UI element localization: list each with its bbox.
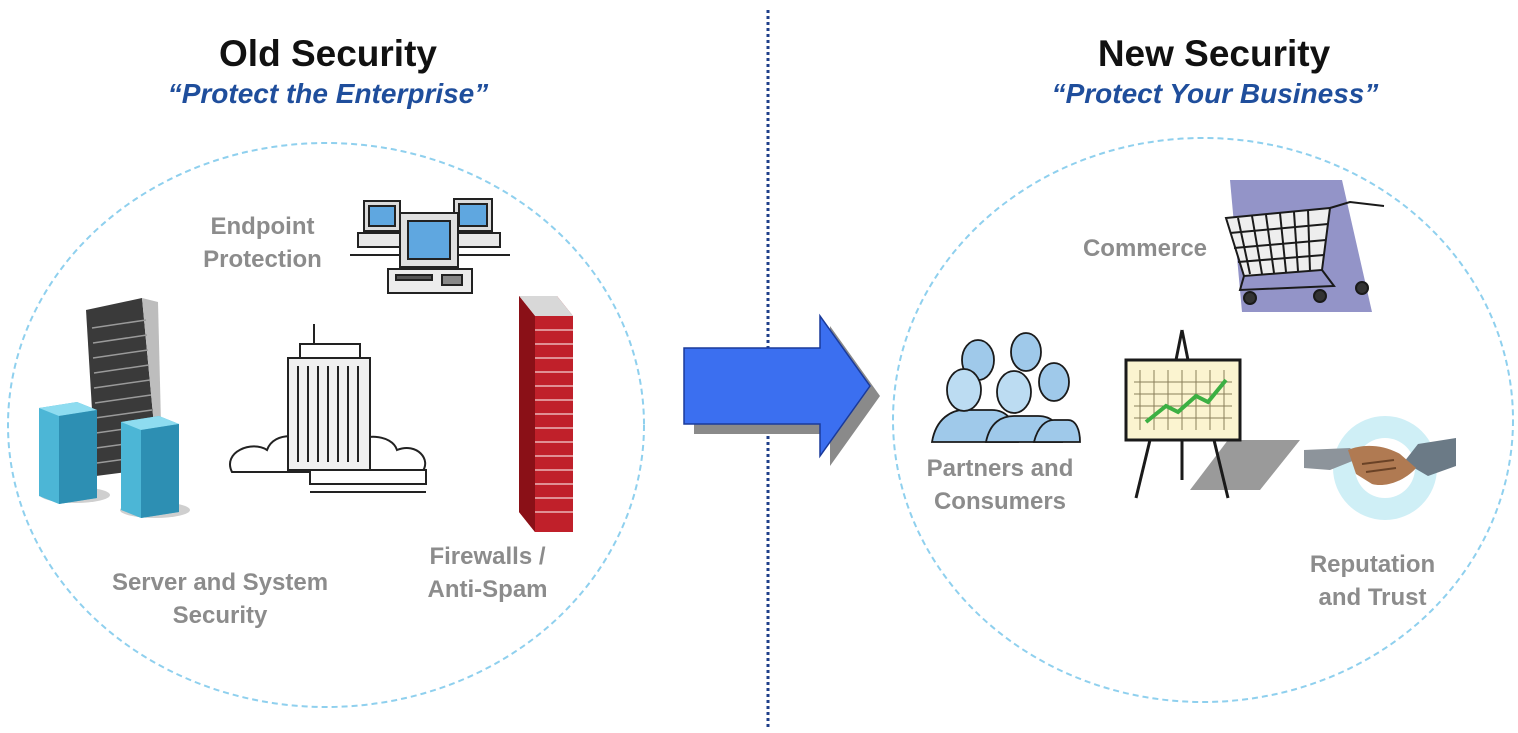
desktop-computers-icon — [350, 198, 510, 294]
firewall-brick-wall-icon — [519, 296, 573, 532]
new-security-subtitle: “Protect Your Business” — [1051, 78, 1379, 109]
commerce-label: Commerce — [1082, 235, 1208, 262]
new-security-title: New Security — [1097, 33, 1331, 74]
shopping-cart-icon — [1224, 180, 1385, 312]
growth-chart-easel-icon — [1124, 329, 1300, 499]
partners-consumers-label: Partners and Consumers — [926, 455, 1074, 515]
handshake-icon — [1304, 416, 1456, 520]
blue-servers-icon — [39, 402, 190, 518]
transition-arrow-icon — [683, 313, 880, 466]
office-building-icon — [229, 324, 427, 493]
endpoint-protection-label: Endpoint Protection — [203, 213, 322, 273]
reputation-trust-label: Reputation and Trust — [1309, 551, 1436, 611]
old-security-circle — [7, 142, 645, 708]
firewalls-antispam-label: Firewalls / Anti-Spam — [427, 543, 548, 603]
server-security-label: Server and System Security — [111, 569, 329, 629]
old-security-subtitle: “Protect the Enterprise” — [167, 78, 489, 109]
people-group-icon — [930, 332, 1081, 443]
old-security-title: Old Security — [219, 33, 437, 74]
